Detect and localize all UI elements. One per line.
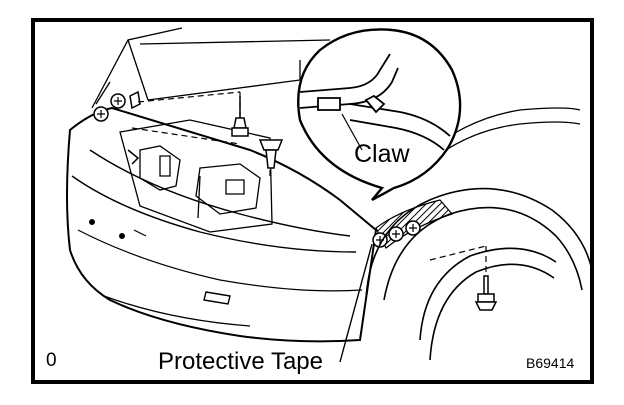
bolt-icon	[231, 96, 249, 137]
protective-tape-label: Protective Tape	[158, 348, 323, 375]
inner-panel	[119, 119, 273, 233]
push-pin-icon	[258, 139, 284, 169]
corner-mark-label: 0	[46, 350, 57, 371]
left-bracket	[127, 90, 141, 165]
car-body-outline	[91, 27, 581, 161]
bumper-cover	[66, 106, 378, 343]
tape-leader-line	[339, 243, 373, 363]
rear-wheel	[365, 187, 593, 361]
figure-frame	[31, 18, 594, 384]
claw-label: Claw	[354, 140, 410, 168]
clip-icon	[93, 93, 126, 122]
figure-reference-label: B69414	[526, 355, 575, 371]
claw-detail-callout	[297, 28, 462, 202]
clip-icon	[372, 220, 421, 248]
screw-icon	[474, 275, 498, 311]
